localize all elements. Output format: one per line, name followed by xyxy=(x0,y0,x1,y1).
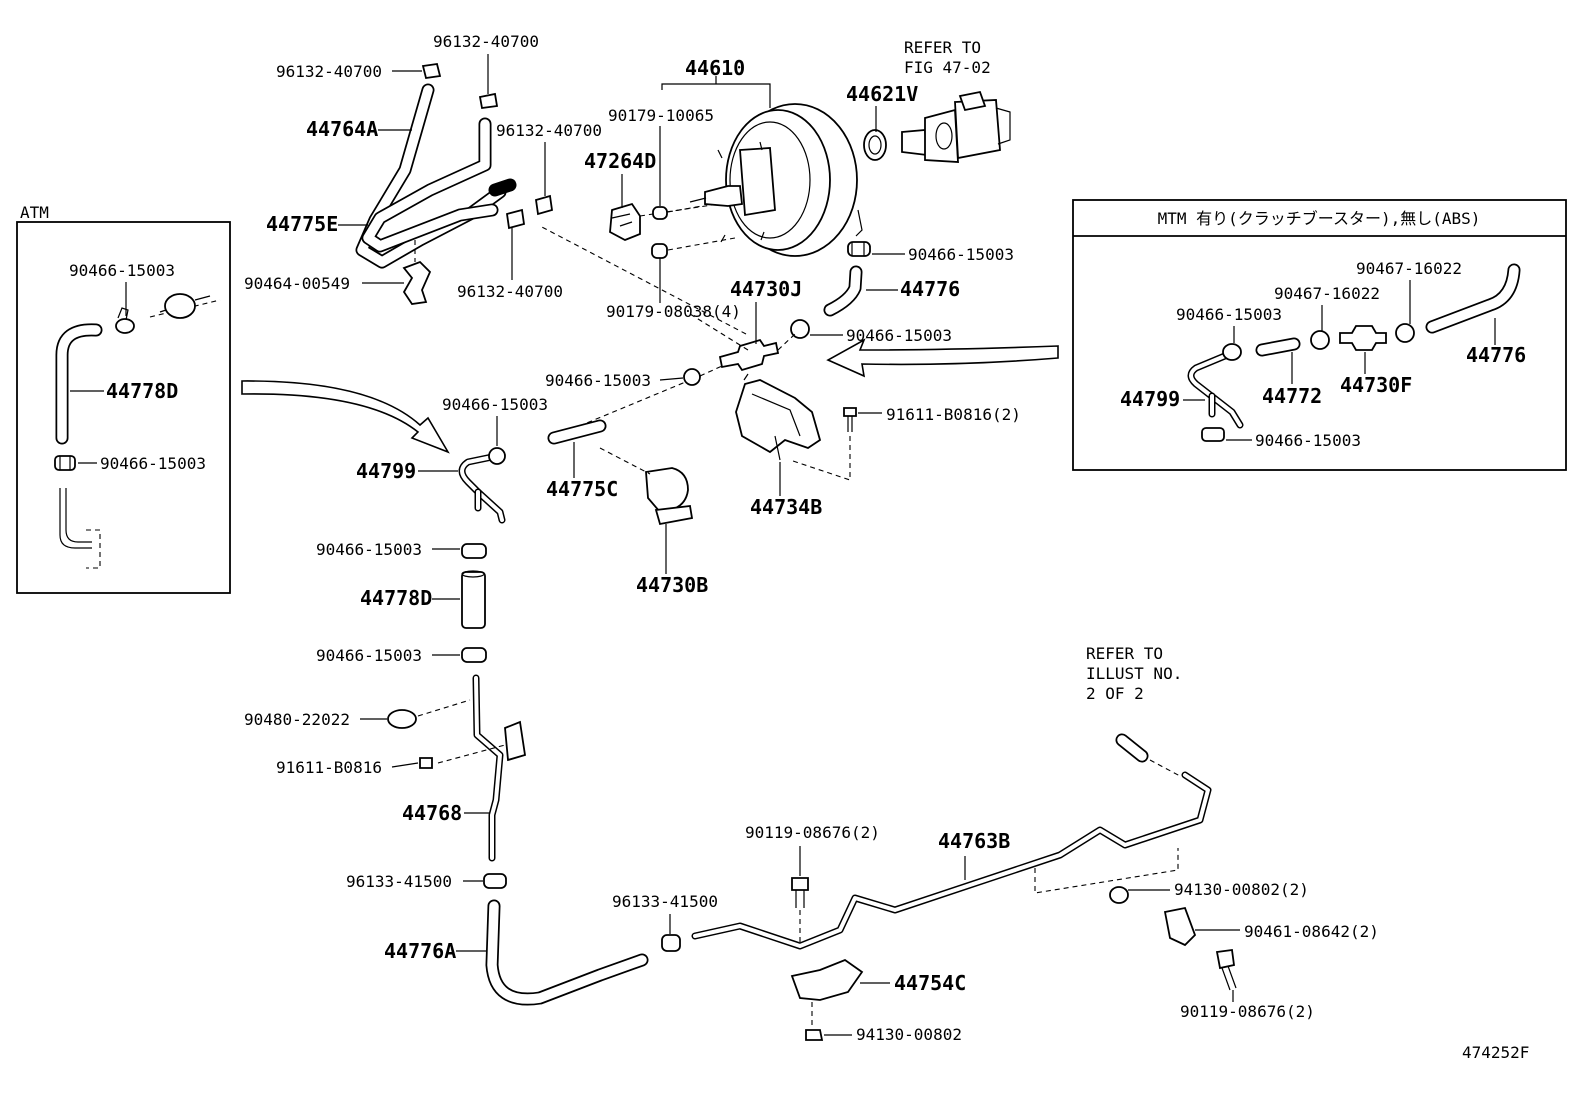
part-label-96133-41500-a: 96133-41500 xyxy=(346,872,452,891)
part-label-90466-15003-atm2: 90466-15003 xyxy=(100,454,206,473)
vacuum-pipe-44763B xyxy=(691,733,1237,1041)
brake-booster xyxy=(609,90,1011,339)
part-label-96132-40700-b: 96132-40700 xyxy=(276,62,382,81)
diagram-id: 474252F xyxy=(1462,1043,1529,1062)
part-label-44775C: 44775C xyxy=(546,477,618,501)
part-label-90464-00549: 90464-00549 xyxy=(244,274,350,293)
refer-fig-line2: FIG 47-02 xyxy=(904,58,991,77)
lower-vertical-group xyxy=(387,543,681,1006)
part-label-96133-41500-b: 96133-41500 xyxy=(612,892,718,911)
part-label-44621V: 44621V xyxy=(846,82,918,106)
part-label-90466-15003-b: 90466-15003 xyxy=(846,326,952,345)
refer-fig-line1: REFER TO xyxy=(904,38,981,57)
part-label-44778D: 44778D xyxy=(360,586,432,610)
mtm-part-label-44772: 44772 xyxy=(1262,384,1322,408)
mtm-part-label-90467-16022-b: 90467-16022 xyxy=(1274,284,1380,303)
part-label-90119-08676-b: 90119-08676(2) xyxy=(1180,1002,1315,1021)
part-label-47264D: 47264D xyxy=(584,149,656,173)
part-label-44734B: 44734B xyxy=(750,495,822,519)
part-label-96132-40700-a: 96132-40700 xyxy=(433,32,539,51)
part-label-44763B: 44763B xyxy=(938,829,1010,853)
mtm-part-label-90466-15003-a: 90466-15003 xyxy=(1176,305,1282,324)
part-label-90179-08038: 90179-08038(4) xyxy=(606,302,741,321)
atm-inset-box: ATM 44778D 90466-15003 90466-15003 xyxy=(16,203,231,594)
part-label-94130-00802-2: 94130-00802(2) xyxy=(1174,880,1309,899)
part-label-44799: 44799 xyxy=(356,459,416,483)
upper-hose-group xyxy=(355,62,554,305)
part-label-90466-15003-e: 90466-15003 xyxy=(316,540,422,559)
refer-illust-line2: ILLUST NO. xyxy=(1086,664,1182,683)
part-label-44754C: 44754C xyxy=(894,971,966,995)
part-label-44775E: 44775E xyxy=(266,212,338,236)
part-label-91611-B0816: 91611-B0816 xyxy=(276,758,382,777)
part-label-90466-15003-d: 90466-15003 xyxy=(442,395,548,414)
refer-illust-line3: 2 OF 2 xyxy=(1086,684,1144,703)
part-label-44730J: 44730J xyxy=(730,277,802,301)
mtm-part-label-90466-15003-b: 90466-15003 xyxy=(1255,431,1361,450)
refer-illust-line1: REFER TO xyxy=(1086,644,1163,663)
part-label-90466-15003-c: 90466-15003 xyxy=(545,371,651,390)
check-valve-44730J xyxy=(539,225,857,481)
mtm-part-label-90467-16022-a: 90467-16022 xyxy=(1356,259,1462,278)
part-label-44768: 44768 xyxy=(402,801,462,825)
part-label-44776A: 44776A xyxy=(384,939,456,963)
part-labels: 44610 REFER TO FIG 47-02 44621V 90179-10… xyxy=(244,32,1529,1062)
part-label-90466-15003-atm1: 90466-15003 xyxy=(69,261,175,280)
atm-box-title: ATM xyxy=(20,203,49,222)
mtm-part-label-44799: 44799 xyxy=(1120,387,1180,411)
mtm-box-title: MTM 有り(クラッチブースター),無し(ABS) xyxy=(1158,209,1481,228)
part-label-90119-08676-a: 90119-08676(2) xyxy=(745,823,880,842)
part-label-90480-22022: 90480-22022 xyxy=(244,710,350,729)
part-label-44610: 44610 xyxy=(685,56,745,80)
mtm-part-label-44776: 44776 xyxy=(1466,343,1526,367)
part-label-90466-15003-f: 90466-15003 xyxy=(316,646,422,665)
part-label-44776: 44776 xyxy=(900,277,960,301)
part-label-90461-08642-2: 90461-08642(2) xyxy=(1244,922,1379,941)
part-label-90179-10065: 90179-10065 xyxy=(608,106,714,125)
part-label-96132-40700-d: 96132-40700 xyxy=(457,282,563,301)
part-label-90466-15003-a: 90466-15003 xyxy=(908,245,1014,264)
mtm-part-label-44730F: 44730F xyxy=(1340,373,1412,397)
part-label-44764A: 44764A xyxy=(306,117,378,141)
part-label-94130-00802: 94130-00802 xyxy=(856,1025,962,1044)
part-label-96132-40700-c: 96132-40700 xyxy=(496,121,602,140)
mtm-inset-box: MTM 有り(クラッチブースター),無し(ABS) 90467-16022 90… xyxy=(1072,199,1567,471)
part-label-44778D-atm: 44778D xyxy=(106,379,178,403)
part-label-91611-B0816-2: 91611-B0816(2) xyxy=(886,405,1021,424)
part-label-44730B: 44730B xyxy=(636,573,708,597)
middle-hose-group xyxy=(458,419,694,526)
flow-arrows xyxy=(241,338,1059,454)
